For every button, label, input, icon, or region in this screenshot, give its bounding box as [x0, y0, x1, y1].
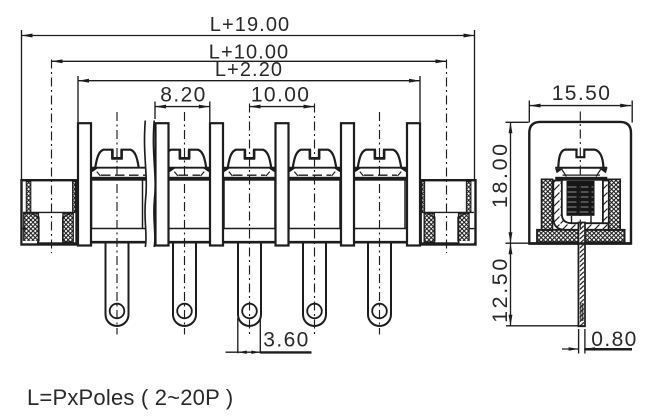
svg-text:0.80: 0.80 — [591, 328, 637, 351]
svg-text:12.50: 12.50 — [488, 256, 512, 323]
svg-text:18.00: 18.00 — [488, 141, 512, 208]
svg-text:10.00: 10.00 — [251, 84, 311, 107]
svg-text:3.60: 3.60 — [263, 329, 309, 352]
svg-text:8.20: 8.20 — [160, 84, 206, 107]
svg-text:L+19.00: L+19.00 — [210, 14, 291, 36]
svg-text:L+2.20: L+2.20 — [215, 59, 283, 81]
svg-text:L=PxPoles ( 2~20P ): L=PxPoles ( 2~20P ) — [27, 385, 233, 410]
svg-text:15.50: 15.50 — [552, 82, 612, 105]
svg-text:L+10.00: L+10.00 — [209, 41, 290, 63]
